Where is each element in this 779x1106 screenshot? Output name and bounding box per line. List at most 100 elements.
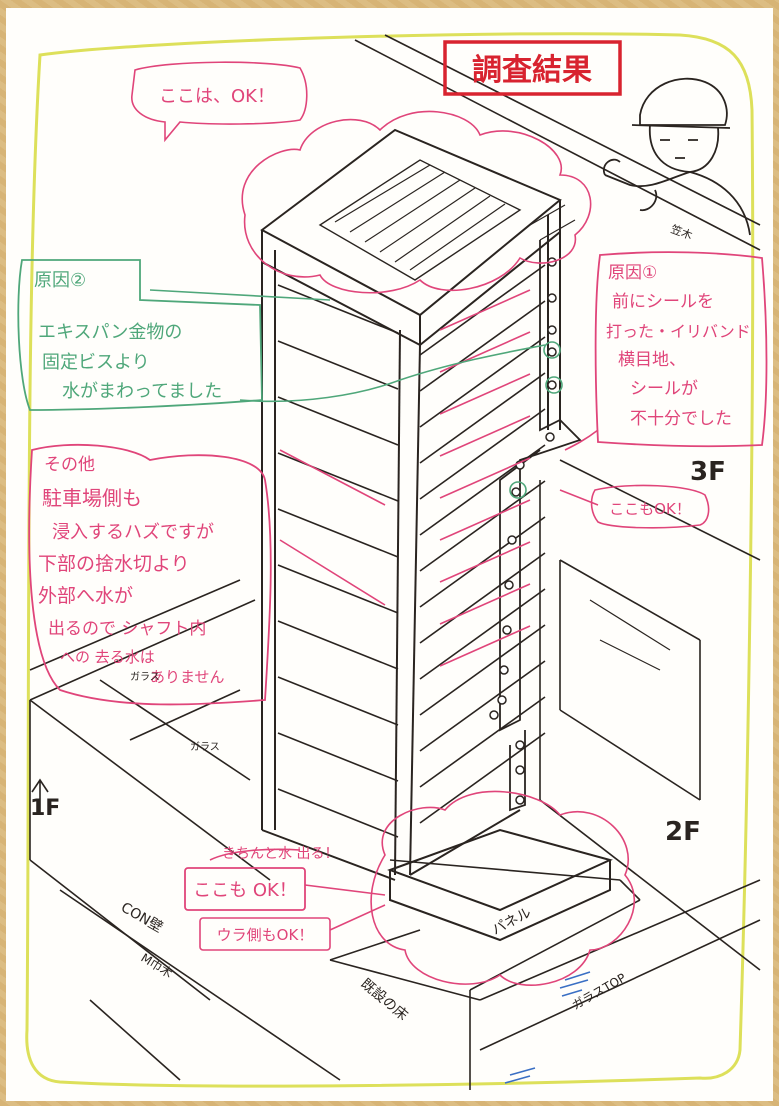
left-slat	[277, 564, 399, 614]
screw	[499, 665, 509, 675]
screw	[507, 535, 517, 545]
cause2-line-2: 固定ビスより	[42, 352, 150, 373]
screw	[511, 487, 521, 497]
bottom-cloud	[370, 790, 636, 986]
background-structure	[29, 34, 761, 1090]
cause1-line-3: 横目地、	[618, 350, 686, 370]
other-line-4: 外部へ水が	[38, 585, 133, 607]
panel-label: パネル	[489, 905, 534, 939]
other-line-5: 出るので シャフト内	[48, 619, 206, 639]
screw	[545, 432, 555, 442]
other-tag: その他	[44, 455, 95, 475]
bottom-note: きちんと水 出る！	[222, 846, 338, 862]
other-line-7: ありません	[150, 668, 225, 686]
leak-arrows	[279, 289, 531, 667]
right-slat	[419, 588, 546, 680]
right-slat	[419, 372, 546, 464]
left-slat	[277, 396, 399, 446]
right-slat	[419, 624, 546, 716]
right-slat	[419, 264, 546, 356]
other-line-3: 下部の捨水切より	[38, 553, 190, 575]
top-ok-cloud	[241, 110, 592, 294]
screw	[502, 625, 512, 635]
cause1-box	[594, 251, 768, 448]
right-ok-label: ここもOK！	[609, 500, 691, 518]
left-slat	[277, 508, 399, 558]
right-slat	[419, 732, 546, 824]
top-ok-bubble	[131, 61, 308, 143]
screw	[497, 695, 507, 705]
left-slat	[277, 452, 399, 502]
back-ok-label: ウラ側もOK！	[217, 926, 314, 944]
worker-illustration	[602, 77, 751, 236]
glass-label-1: ガラス	[130, 671, 160, 683]
yellow-border	[25, 32, 755, 1088]
right-slat	[419, 660, 546, 752]
leak-arrow	[439, 625, 531, 667]
screws	[489, 257, 557, 805]
screw	[547, 293, 557, 303]
other-line-1: 駐車場側も	[42, 486, 142, 510]
leak-arrow	[439, 583, 531, 625]
left-slat	[277, 620, 399, 670]
floor-2f: 2F	[665, 817, 701, 847]
glass-label-2: ガラス	[190, 741, 220, 753]
water-mark-2	[504, 1067, 536, 1084]
top-ok-label: ここは、OK！	[159, 86, 275, 107]
title-box	[443, 40, 622, 96]
leak-arrow	[279, 449, 386, 506]
bottom-ok-box	[184, 867, 306, 911]
left-slat	[277, 788, 399, 838]
leak-arrow	[439, 373, 531, 415]
leak-arrow	[439, 289, 531, 331]
right-slat	[419, 336, 546, 428]
bottom-ok-pointers	[209, 848, 386, 931]
screw	[489, 710, 499, 720]
con-wall-label: CON壁	[118, 900, 165, 936]
right-slat	[419, 300, 546, 392]
cause1-line-4: シールが	[630, 379, 698, 399]
screw	[515, 765, 525, 775]
floor-1f: 1F	[30, 796, 60, 821]
left-slat	[277, 676, 399, 726]
leak-arrow	[439, 457, 531, 499]
other-line-6: への 去る水は	[60, 648, 155, 666]
shaft-left-slats	[277, 284, 399, 838]
base-label: 既設の床	[357, 976, 410, 1024]
left-slat	[277, 340, 399, 390]
expansion-joint-metal	[499, 240, 582, 812]
screw	[547, 325, 557, 335]
top-beam-label: 笠木	[669, 222, 694, 243]
cause2-line-1: エキスパン金物の	[38, 322, 182, 343]
cause2-line-3: 水がまわってました	[62, 381, 222, 402]
right-slat	[419, 696, 546, 788]
screw	[547, 380, 557, 390]
cause2-screw-circle-2	[545, 376, 563, 394]
cause1-pointer	[564, 429, 599, 451]
bottom-ok-label: ここも OK！	[193, 880, 297, 901]
right-slat	[419, 552, 546, 644]
cause2-screw-circle-1	[543, 341, 561, 359]
leak-arrow	[439, 541, 531, 583]
cause1-line-2: 打った・イリバンド	[606, 322, 751, 341]
leak-arrow	[439, 499, 531, 541]
floor-3f: 3F	[690, 457, 726, 487]
right-slat	[419, 480, 546, 572]
cause1-tag: 原因①	[608, 263, 657, 283]
cause1-line-1: 前にシールを	[612, 292, 714, 312]
cause1-line-5: 不十分でした	[630, 409, 732, 429]
cause2-tag: 原因②	[34, 270, 86, 291]
leak-arrow	[439, 331, 531, 373]
right-slat	[419, 516, 546, 608]
other-line-2: 浸入するハズですが	[52, 522, 214, 543]
leak-arrow	[439, 415, 531, 457]
other-box	[28, 443, 272, 706]
left-slat	[277, 284, 399, 334]
water-mark-1	[559, 971, 591, 997]
floor-marks	[31, 778, 49, 815]
screw	[547, 347, 557, 357]
shaft-structure	[260, 128, 613, 942]
leak-arrow	[279, 539, 386, 606]
left-slat	[277, 732, 399, 782]
